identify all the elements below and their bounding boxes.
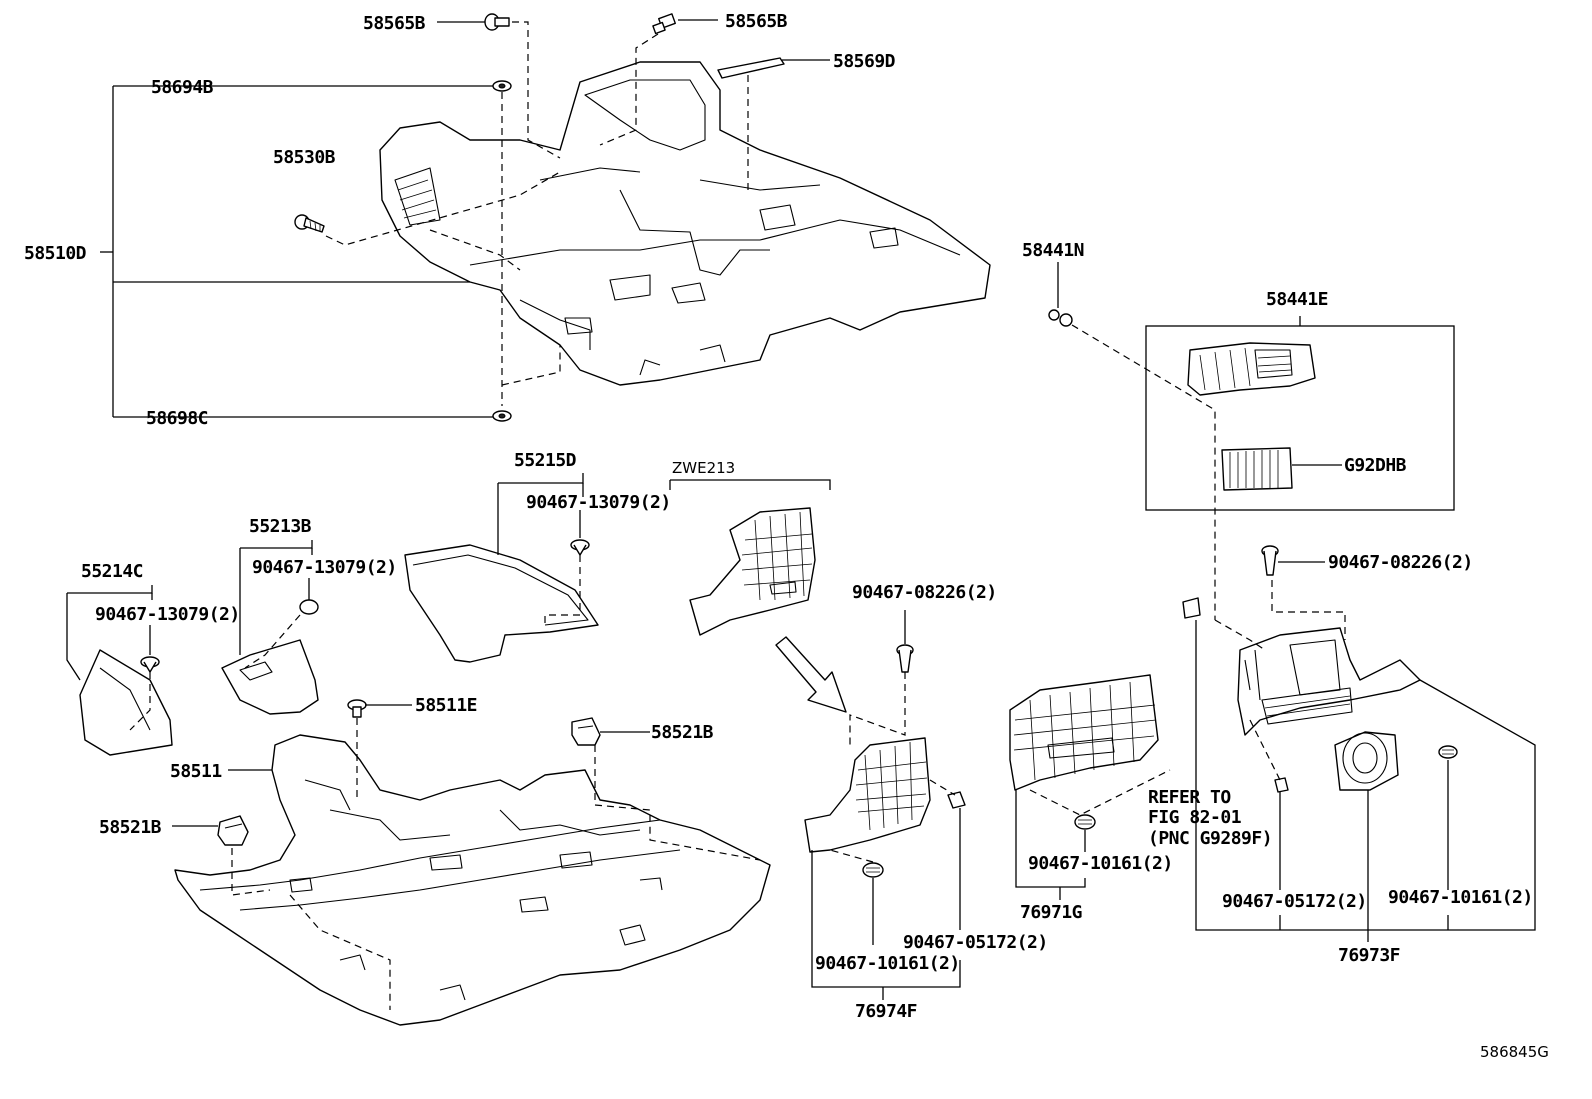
panel-76973F-part [1237,627,1421,736]
label-ZWE213: ZWE213 [672,459,735,477]
label-90467-05172-b: 90467-05172(2) [1222,891,1367,912]
clip-58441N-icon [1048,309,1073,327]
label-G92DHB: G92DHB [1344,455,1407,476]
fastener-58565B-right-icon [652,13,676,35]
label-90467-13079-b: 90467-13079(2) [252,557,397,578]
arrow-icon [775,636,847,713]
panel-58441E-part [1187,342,1316,396]
label-58441N: 58441N [1022,240,1084,261]
label-90467-13079-a: 90467-13079(2) [526,492,671,513]
clip-58521B-b-icon [217,815,249,846]
label-58521B-b: 58521B [99,817,162,838]
retainer-58569D-icon [717,57,785,79]
label-55214C: 55214C [81,561,143,582]
clip-G92DHB-part [1221,447,1293,491]
label-refer-line2: FIG 82-01 [1148,807,1241,828]
label-diagram-id: 586845G [1480,1043,1549,1061]
clip-90467-10161-b-icon [1074,814,1096,830]
label-90467-10161-c: 90467-10161(2) [1388,887,1533,908]
fastener-58565B-top-icon [484,13,510,31]
label-76971G: 76971G [1020,902,1082,923]
clip-90467-08226-b-icon [1261,545,1279,576]
label-90467-10161-a: 90467-10161(2) [1028,853,1173,874]
label-58565B-right: 58565B [725,11,788,32]
panel-76971G-part [1009,674,1159,791]
label-76974F: 76974F [855,1001,917,1022]
label-90467-08226-a: 90467-08226(2) [852,582,997,603]
speaker-part [1334,731,1399,791]
mat-55213B-part [221,639,319,715]
clip-90467-13079-a-icon [570,539,590,556]
panel-ZWE213-part [689,507,816,636]
label-90467-08226-b: 90467-08226(2) [1328,552,1473,573]
mat-55214C-part [79,649,173,756]
label-58511E: 58511E [415,695,477,716]
clip-90467-13079-b-icon [299,599,319,615]
label-58510D: 58510D [24,243,87,264]
label-58569D: 58569D [833,51,896,72]
label-90467-05172-a: 90467-05172(2) [903,932,1048,953]
clip-58530B-icon [294,214,325,233]
label-90467-13079-c: 90467-13079(2) [95,604,240,625]
clip-90467-08226-a-icon [896,644,914,673]
label-58530B: 58530B [273,147,336,168]
floor-carpet-assembly-upper [379,61,991,386]
clip-58698C-icon [492,410,512,422]
clip-58694B-icon [492,80,512,92]
clip-90467-13079-c-icon [140,656,160,673]
label-90467-10161-b: 90467-10161(2) [815,953,960,974]
label-58521B-a: 58521B [651,722,714,743]
floor-carpet-lower-part [174,734,771,1026]
clip-90467-10161-a-icon [862,862,884,878]
label-58511: 58511 [170,761,222,782]
clip-90467-10161-c-icon [1438,745,1458,759]
bracket-58510D [100,85,494,418]
label-refer-line1: REFER TO [1148,787,1231,808]
clip-58511E-icon [347,699,367,718]
label-58694B: 58694B [151,77,214,98]
mat-55215D-part [404,544,599,663]
label-refer-line3: (PNC G9289F) [1148,828,1272,849]
clip-90467-05172-a-icon [947,791,966,809]
label-58441E: 58441E [1266,289,1328,310]
label-55213B: 55213B [249,516,312,537]
refer-pad-icon [1182,597,1201,619]
label-58565B-top: 58565B [363,13,426,34]
label-55215D: 55215D [514,450,577,471]
box-58441E [1145,316,1455,511]
label-76973F: 76973F [1338,945,1400,966]
clip-58521B-a-icon [571,717,601,746]
clip-90467-05172-b-icon [1274,777,1289,793]
panel-76974F-part [804,737,931,853]
label-58698C: 58698C [146,408,208,429]
